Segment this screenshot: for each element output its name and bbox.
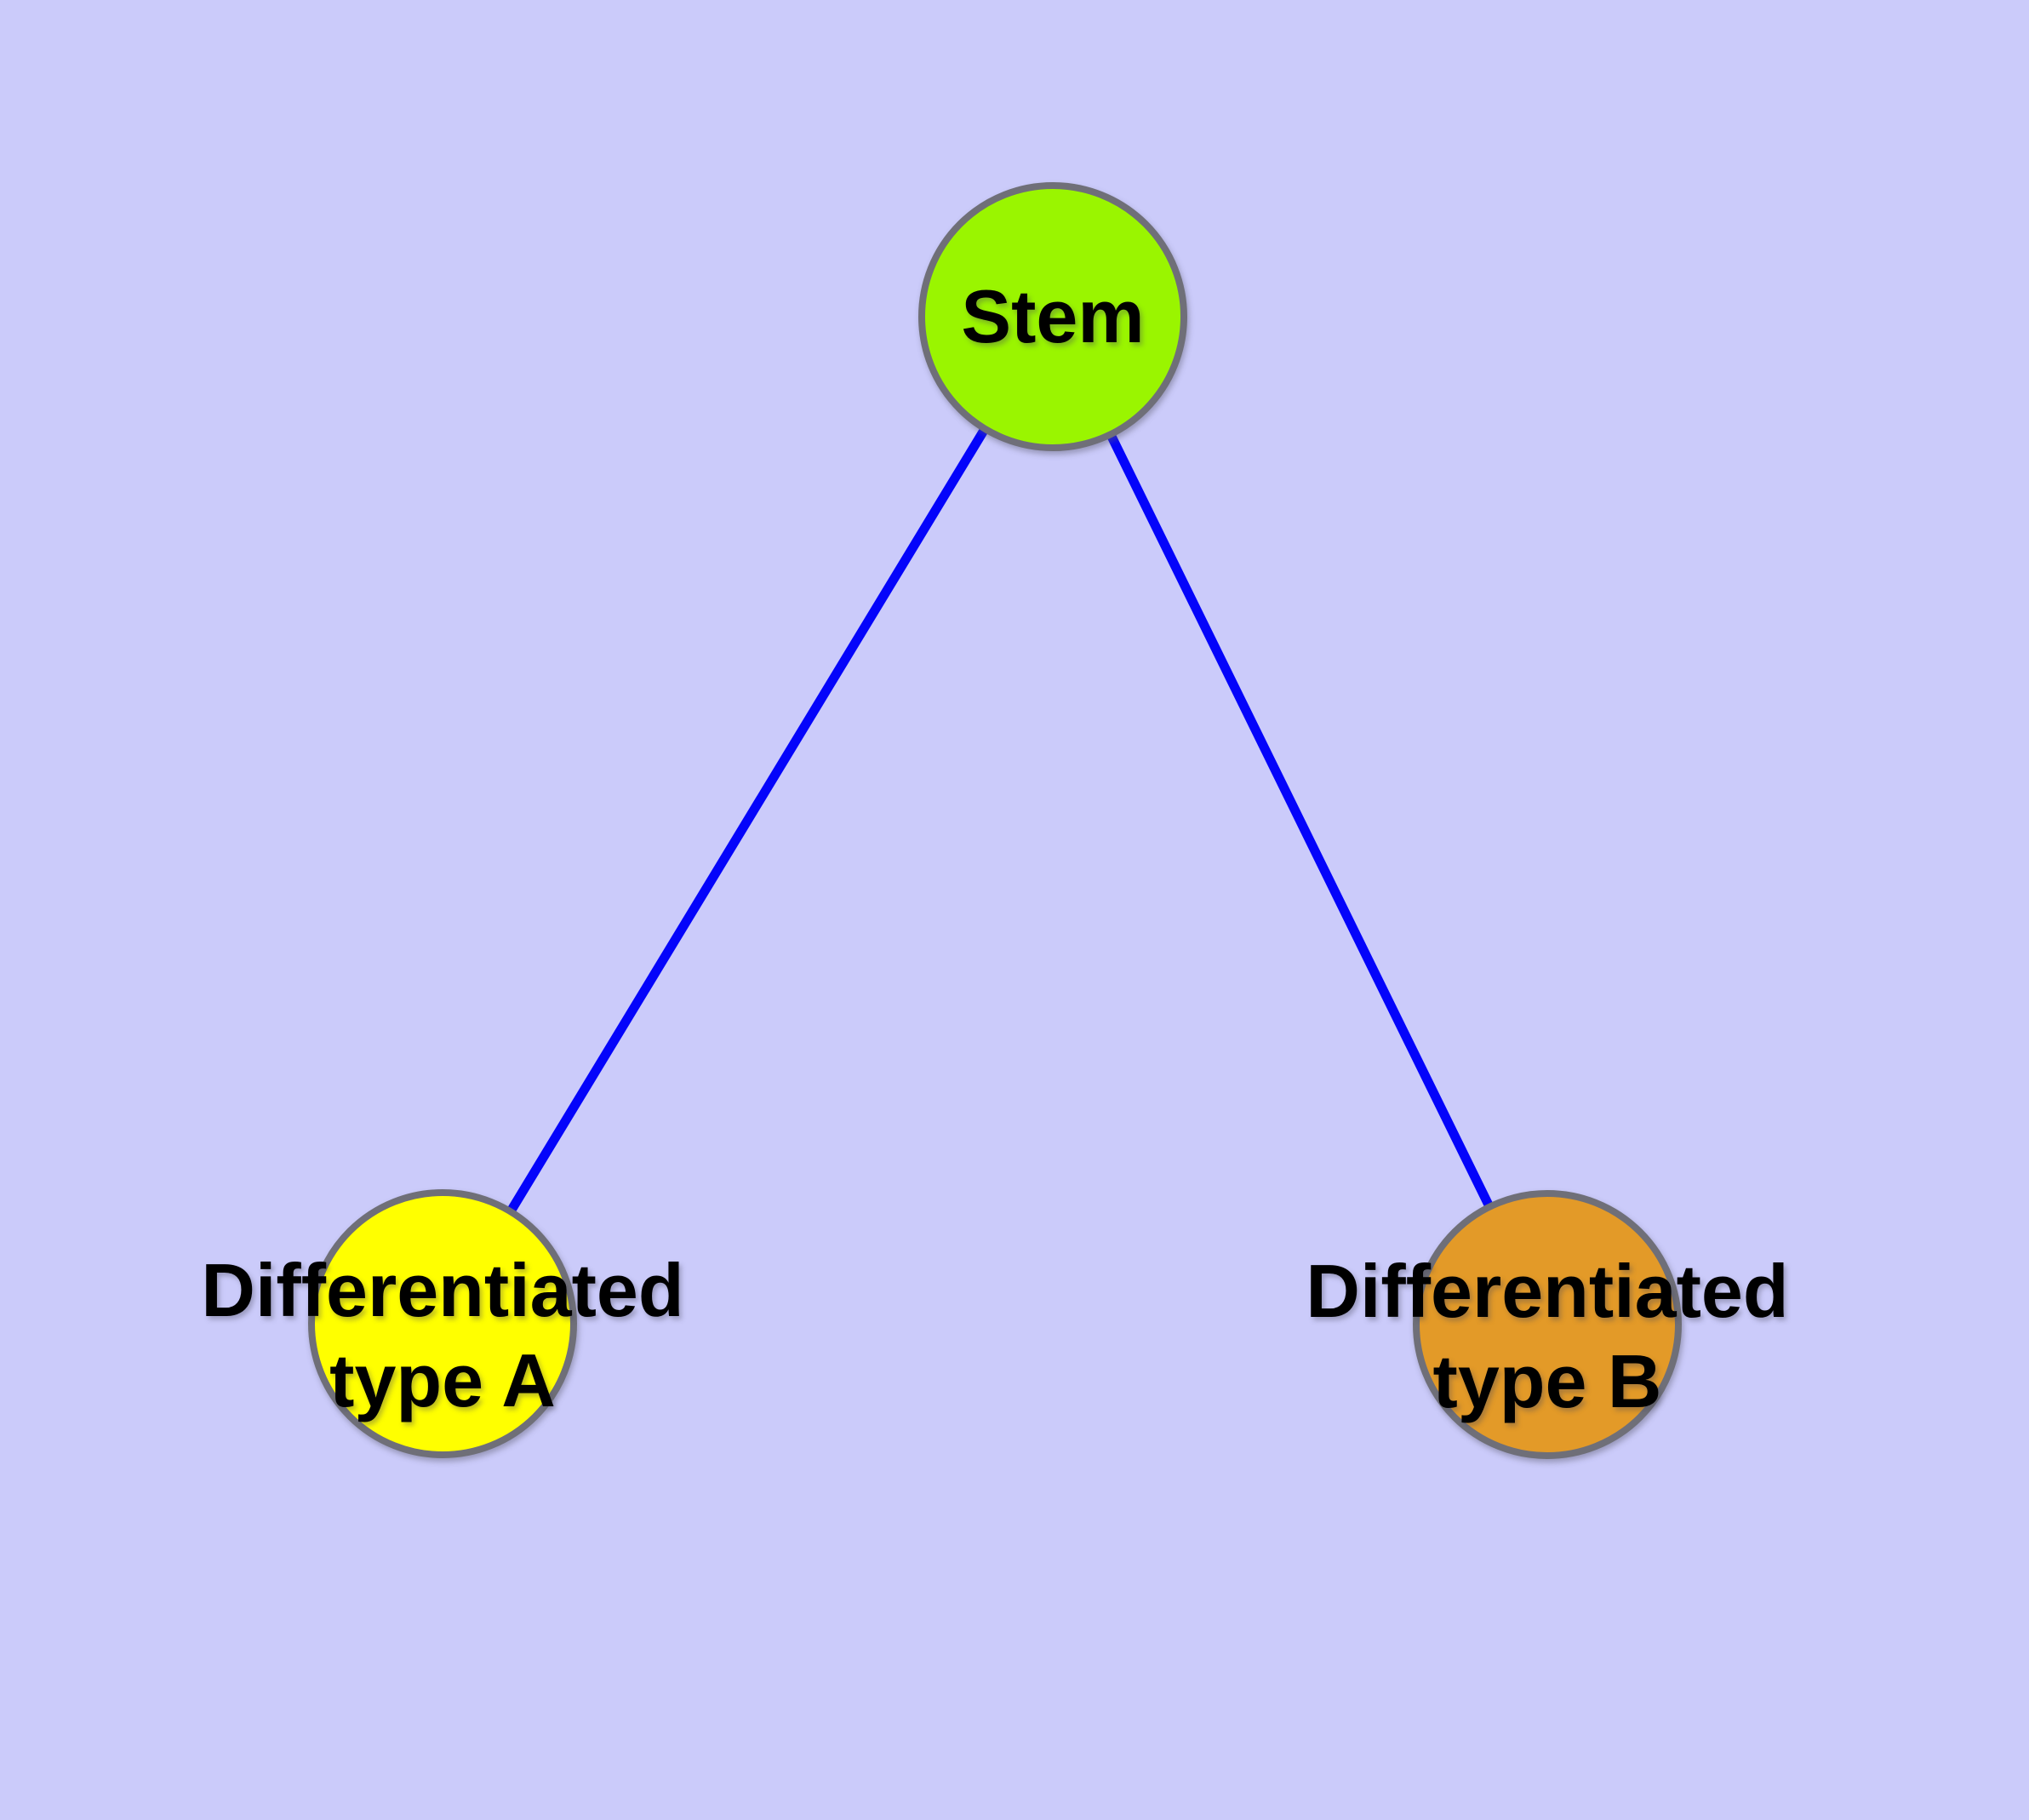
- node-differentiated-type-a-label: Differentiated type A: [201, 1245, 683, 1426]
- edge-stem-to-type-a: [437, 312, 1058, 1329]
- node-differentiated-type-b: Differentiated type B: [1306, 1190, 1789, 1459]
- node-stem: Stem: [918, 182, 1187, 451]
- edge-stem-to-type-b: [1048, 312, 1552, 1330]
- node-type-a-label-line-2: type A: [329, 1338, 556, 1422]
- node-differentiated-type-b-label: Differentiated type B: [1306, 1246, 1788, 1427]
- node-differentiated-type-a: Differentiated type A: [201, 1189, 684, 1458]
- node-type-b-label-line-2: type B: [1432, 1339, 1662, 1423]
- node-type-a-label-line-1: Differentiated: [201, 1248, 684, 1332]
- node-stem-label-line: Stem: [961, 274, 1145, 358]
- node-type-b-label-line-1: Differentiated: [1306, 1249, 1789, 1333]
- node-stem-label: Stem: [961, 272, 1144, 362]
